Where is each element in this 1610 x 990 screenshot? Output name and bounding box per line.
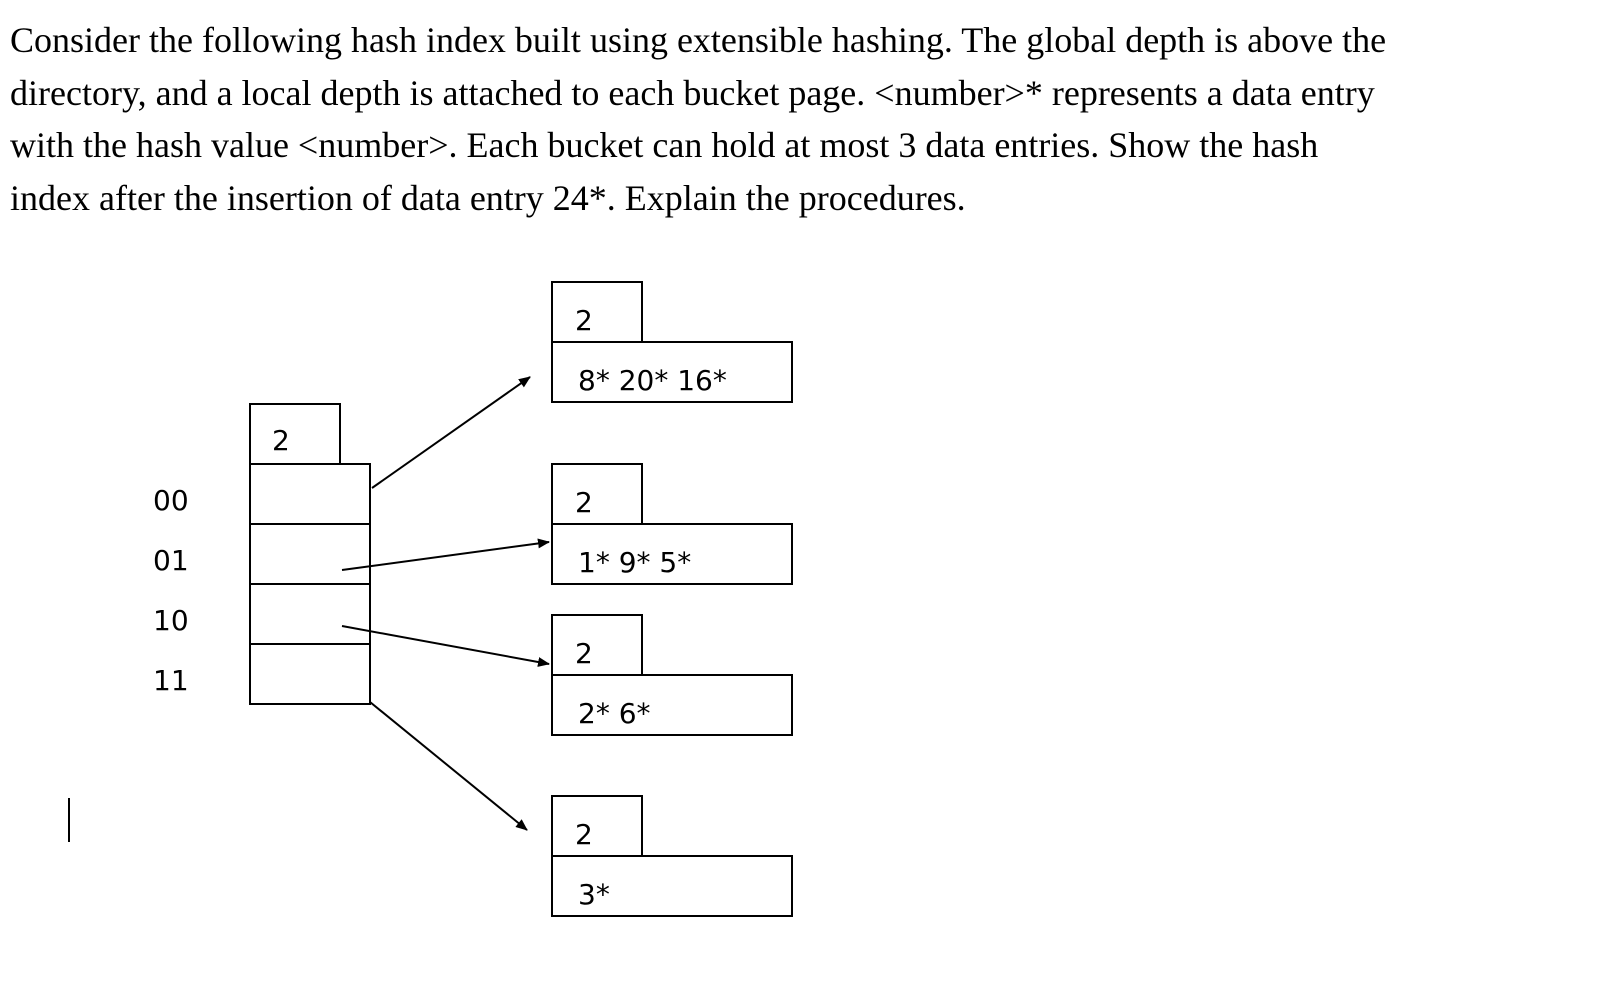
bucket-d-depth-box	[551, 795, 643, 857]
bucket-d-entries: 3*	[578, 878, 610, 911]
slot-label-00: 00	[153, 484, 189, 517]
question-line-2: directory, and a local depth is attached…	[10, 72, 1375, 113]
pointer-arrow-01	[341, 538, 550, 571]
bucket-b-entries: 1* 9* 5*	[578, 546, 691, 579]
question-line-3: with the hash value <number>. Each bucke…	[10, 125, 1319, 165]
directory	[249, 403, 371, 705]
question-line-4: index after the insertion of data entry …	[10, 177, 966, 218]
pointer-arrow-00	[371, 376, 531, 489]
bucket-c	[551, 614, 793, 736]
bucket-c-depth-box	[551, 614, 643, 676]
global-depth-box	[249, 403, 341, 465]
directory-slot-10	[249, 583, 371, 645]
bucket-b-local-depth: 2	[575, 486, 593, 519]
question-text: Consider the following hash index built …	[10, 14, 1595, 224]
bucket-a-depth-box	[551, 281, 643, 343]
bucket-b-page	[551, 523, 793, 585]
bucket-c-entries: 2* 6*	[578, 697, 651, 730]
directory-slot-01	[249, 523, 371, 585]
slot-label-10: 10	[153, 604, 189, 637]
bucket-a-entries: 8* 20* 16*	[578, 364, 727, 397]
bucket-c-local-depth: 2	[575, 637, 593, 670]
bucket-a-page	[551, 341, 793, 403]
bucket-a	[551, 281, 793, 403]
slot-label-01: 01	[153, 544, 189, 577]
bucket-a-local-depth: 2	[575, 304, 593, 337]
bucket-d	[551, 795, 793, 917]
global-depth-value: 2	[272, 424, 290, 457]
bucket-d-page	[551, 855, 793, 917]
bucket-b	[551, 463, 793, 585]
question-line-1: Consider the following hash index built …	[10, 20, 1387, 60]
slot-label-11: 11	[153, 664, 189, 697]
pointer-arrow-10	[341, 625, 550, 667]
text-cursor	[68, 798, 70, 842]
bucket-c-page	[551, 674, 793, 736]
directory-slot-00	[249, 463, 371, 525]
bucket-d-local-depth: 2	[575, 818, 593, 851]
pointer-arrow-11	[369, 701, 528, 831]
bucket-b-depth-box	[551, 463, 643, 525]
directory-slot-11	[249, 643, 371, 705]
